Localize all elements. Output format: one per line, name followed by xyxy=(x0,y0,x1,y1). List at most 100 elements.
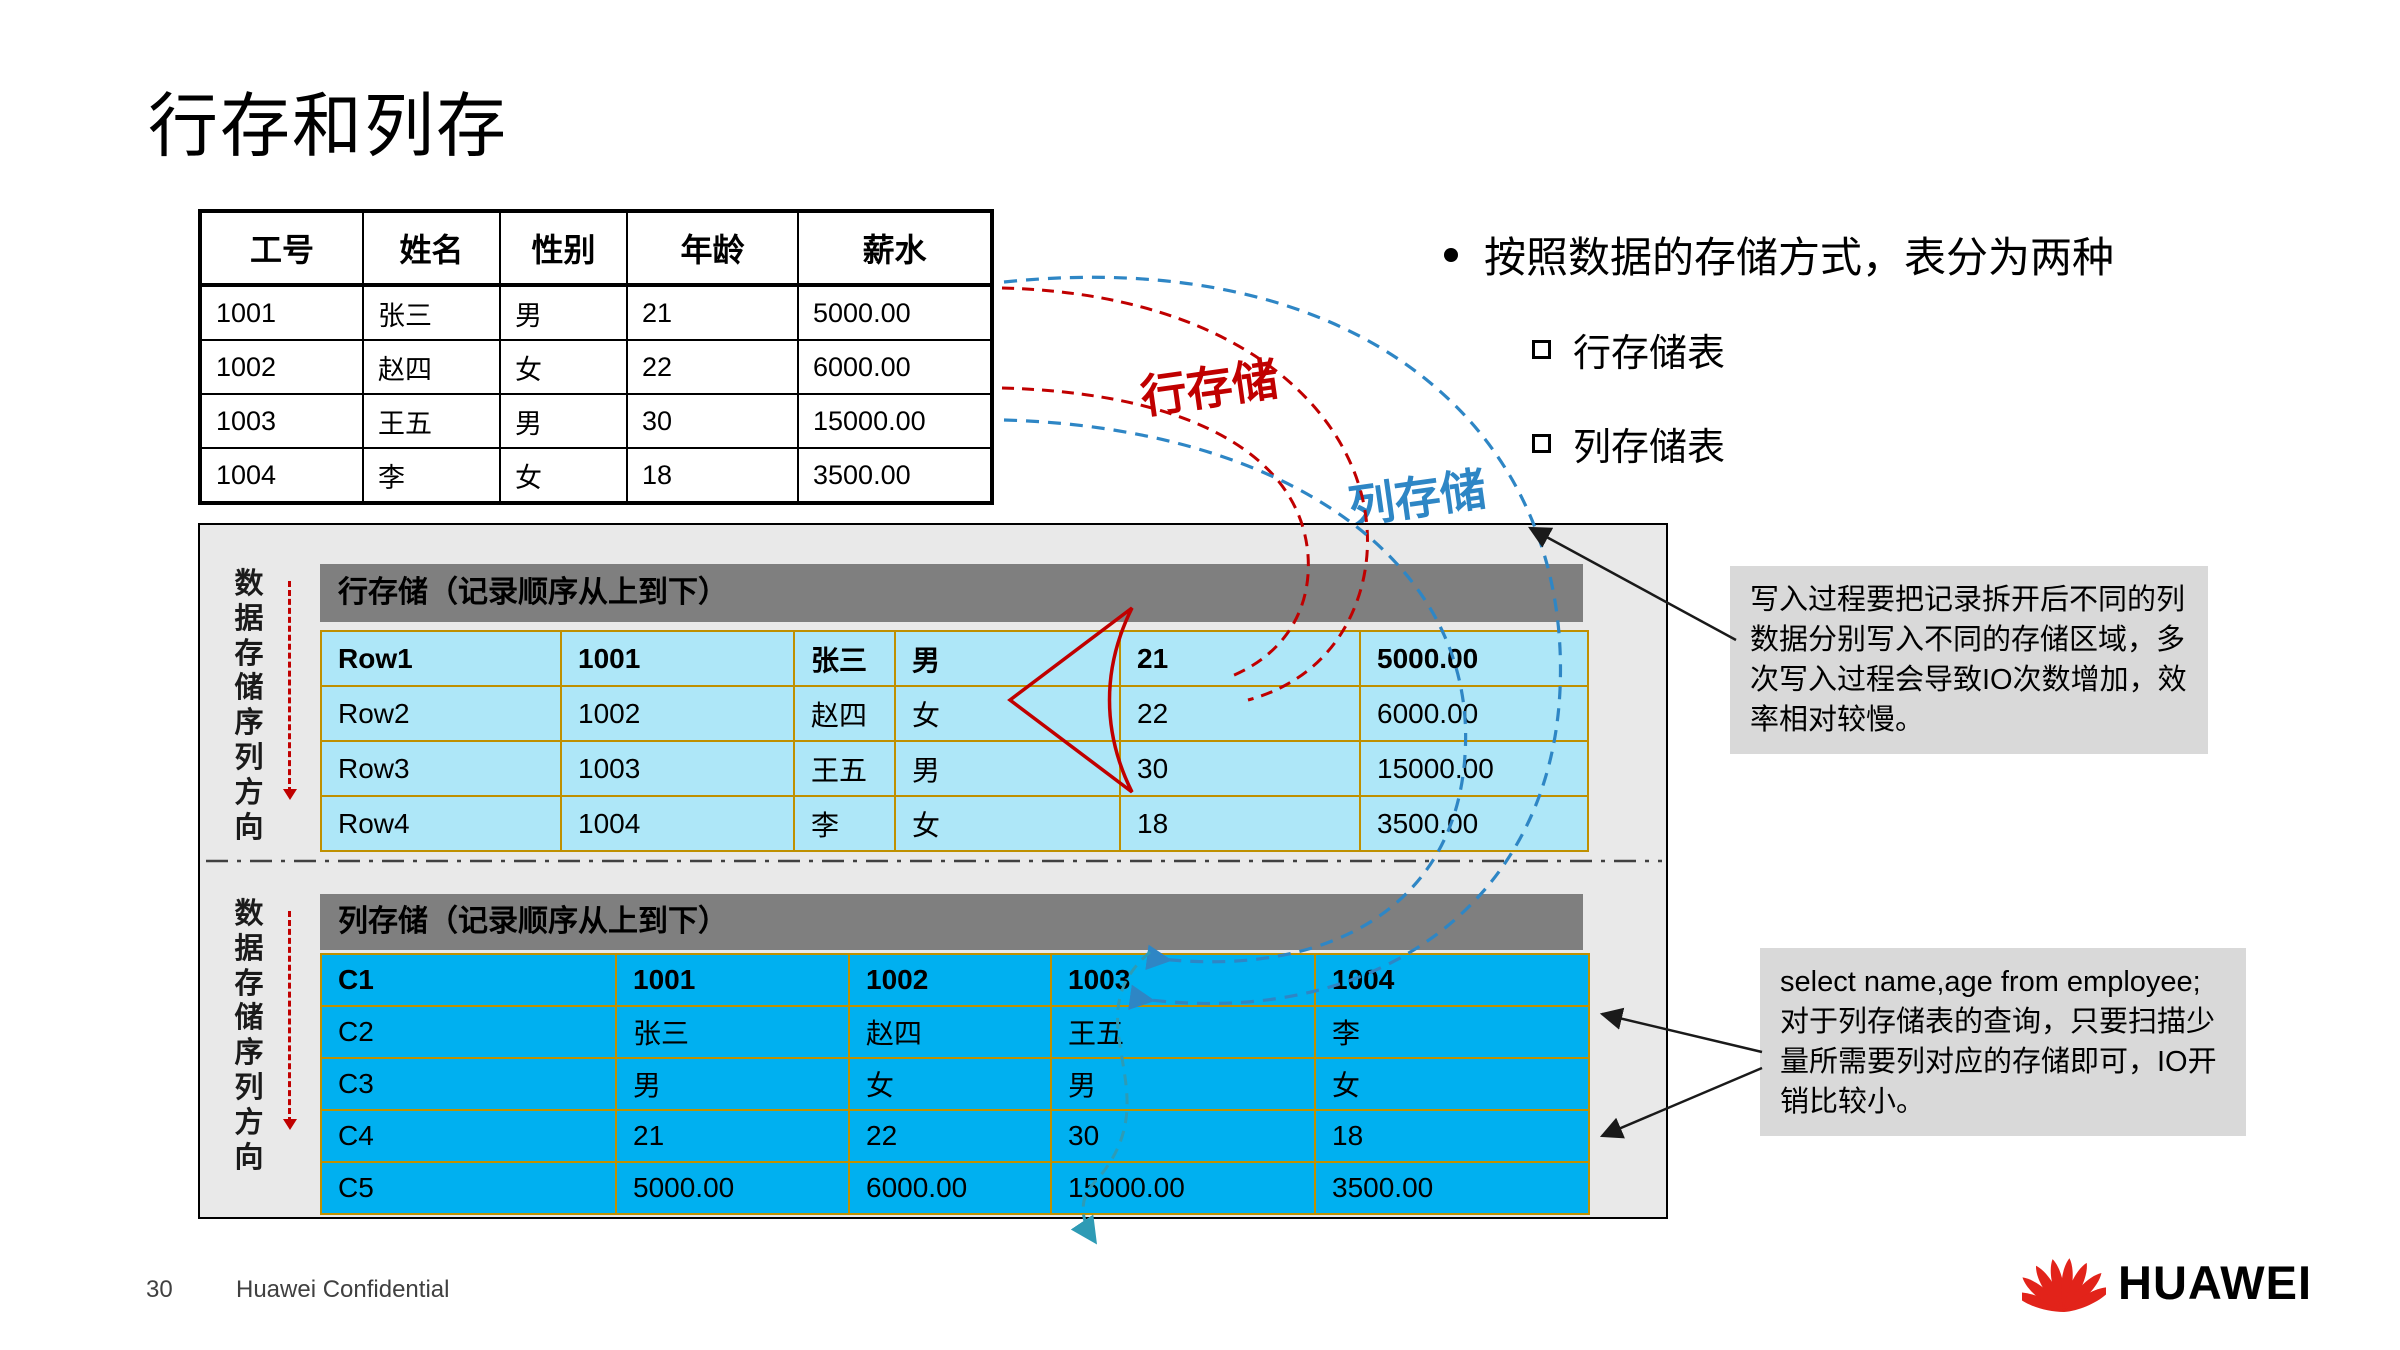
query-note: select name,age from employee; 对于列存储表的查询… xyxy=(1760,948,2246,1137)
down-arrow-icon xyxy=(283,581,297,800)
table-row: C2 张三 赵四 王五 李 xyxy=(320,1005,1590,1059)
table-cell: C2 xyxy=(320,1005,617,1059)
table-cell: 女 xyxy=(499,339,628,395)
huawei-logo-text: HUAWEI xyxy=(2118,1255,2312,1309)
header-cell: 工号 xyxy=(199,210,364,287)
table-cell: 男 xyxy=(894,740,1121,797)
table-cell: 30 xyxy=(1119,740,1361,797)
employee-source-table: 工号 姓名 性别 年龄 薪水 1001 张三 男 21 5000.00 1002… xyxy=(198,209,994,505)
bullet-item-row-store: 行存储表 xyxy=(1532,322,1725,377)
table-row: 1004 李 女 18 3500.00 xyxy=(199,447,993,504)
table-cell: C4 xyxy=(320,1109,617,1163)
table-cell: 王五 xyxy=(362,393,501,449)
table-cell: 18 xyxy=(1119,795,1361,852)
table-cell: 1002 xyxy=(199,339,364,395)
table-cell: 1001 xyxy=(199,284,364,341)
col-store-table: C1 1001 1002 1003 1004 C2 张三 赵四 王五 李 C3 … xyxy=(320,953,1590,1215)
table-cell: 1004 xyxy=(1314,953,1590,1007)
huawei-logo: HUAWEI xyxy=(2022,1246,2312,1318)
table-cell: 18 xyxy=(1314,1109,1590,1163)
table-cell: 22 xyxy=(1119,685,1361,742)
table-cell: 22 xyxy=(626,339,799,395)
down-arrow-icon xyxy=(283,911,297,1130)
table-cell: Row2 xyxy=(320,685,562,742)
table-cell: 30 xyxy=(1050,1109,1316,1163)
table-cell: 女 xyxy=(1314,1057,1590,1111)
table-cell: 30 xyxy=(626,393,799,449)
table-cell: 21 xyxy=(1119,630,1361,687)
table-cell: Row3 xyxy=(320,740,562,797)
table-cell: 1004 xyxy=(560,795,795,852)
huawei-flower-icon xyxy=(2022,1258,2106,1312)
table-row: Row3 1003 王五 男 30 15000.00 xyxy=(320,740,1589,797)
table-cell: 15000.00 xyxy=(1050,1161,1316,1215)
table-cell: 1002 xyxy=(848,953,1052,1007)
table-row: C5 5000.00 6000.00 15000.00 3500.00 xyxy=(320,1161,1590,1215)
direction-label-row: 数据存储序列方向 xyxy=(234,568,264,844)
bullet-text: 行存储表 xyxy=(1573,333,1726,375)
table-cell: Row4 xyxy=(320,795,562,852)
query-sql-text: select name,age from employee; xyxy=(1780,966,2201,998)
table-cell: 张三 xyxy=(362,284,501,341)
table-cell: 1003 xyxy=(560,740,795,797)
table-cell: C1 xyxy=(320,953,617,1007)
table-row: 1002 赵四 女 22 6000.00 xyxy=(199,339,993,395)
table-cell: 5000.00 xyxy=(1359,630,1589,687)
table-cell: 1004 xyxy=(199,447,364,504)
row-store-label: 行存储 xyxy=(1137,352,1282,424)
table-cell: 1003 xyxy=(199,393,364,449)
bullet-item-main: 按照数据的存储方式，表分为两种 xyxy=(1444,224,2114,285)
page-title: 行存和列存 xyxy=(148,87,508,165)
table-row: Row4 1004 李 女 18 3500.00 xyxy=(320,795,1589,852)
table-cell: 22 xyxy=(848,1109,1052,1163)
query-note-text: 对于列存储表的查询，只要扫描少量所需要列对应的存储即可，IO开销比较小。 xyxy=(1780,1006,2217,1119)
table-row: 1003 王五 男 30 15000.00 xyxy=(199,393,993,449)
bullet-dot-icon xyxy=(1444,247,1458,262)
bullet-text: 列存储表 xyxy=(1573,427,1726,469)
table-cell: 张三 xyxy=(793,630,896,687)
page-number: 30 xyxy=(146,1276,173,1303)
table-cell: 王五 xyxy=(793,740,896,797)
storage-diagram-panel: 数据存储序列方向 行存储（记录顺序从上到下） Row1 1001 张三 男 21… xyxy=(198,523,1668,1219)
square-bullet-icon xyxy=(1532,434,1551,453)
table-cell: Row1 xyxy=(320,630,562,687)
table-cell: 男 xyxy=(1050,1057,1316,1111)
table-cell: 3500.00 xyxy=(797,447,993,504)
col-store-section-header: 列存储（记录顺序从上到下） xyxy=(320,894,1583,950)
table-row: Row2 1002 赵四 女 22 6000.00 xyxy=(320,685,1589,742)
table-row: Row1 1001 张三 男 21 5000.00 xyxy=(320,630,1589,687)
table-cell: 1002 xyxy=(560,685,795,742)
table-row: C3 男 女 男 女 xyxy=(320,1057,1590,1111)
table-cell: C5 xyxy=(320,1161,617,1215)
table-cell: 王五 xyxy=(1050,1005,1316,1059)
header-cell: 年龄 xyxy=(626,210,799,287)
row-store-table: Row1 1001 张三 男 21 5000.00 Row2 1002 赵四 女… xyxy=(320,630,1589,852)
table-cell: 赵四 xyxy=(793,685,896,742)
table-cell: 21 xyxy=(626,284,799,341)
table-cell: C3 xyxy=(320,1057,617,1111)
table-row: C1 1001 1002 1003 1004 xyxy=(320,953,1590,1007)
table-cell: 3500.00 xyxy=(1359,795,1589,852)
table-cell: 15000.00 xyxy=(1359,740,1589,797)
write-process-note: 写入过程要把记录拆开后不同的列数据分别写入不同的存储区域，多次写入过程会导致IO… xyxy=(1730,566,2208,755)
table-cell: 李 xyxy=(793,795,896,852)
table-cell: 赵四 xyxy=(848,1005,1052,1059)
table-cell: 6000.00 xyxy=(1359,685,1589,742)
header-cell: 性别 xyxy=(499,210,628,287)
table-row: 1001 张三 男 21 5000.00 xyxy=(199,284,993,341)
square-bullet-icon xyxy=(1532,340,1551,359)
table-cell: 女 xyxy=(848,1057,1052,1111)
table-cell: 5000.00 xyxy=(615,1161,850,1215)
bullet-item-col-store: 列存储表 xyxy=(1532,416,1725,471)
table-cell: 男 xyxy=(894,630,1121,687)
table-cell: 6000.00 xyxy=(797,339,993,395)
table-cell: 男 xyxy=(615,1057,850,1111)
table-cell: 15000.00 xyxy=(797,393,993,449)
table-cell: 3500.00 xyxy=(1314,1161,1590,1215)
table-cell: 1001 xyxy=(615,953,850,1007)
table-cell: 赵四 xyxy=(362,339,501,395)
table-cell: 男 xyxy=(499,393,628,449)
table-cell: 女 xyxy=(499,447,628,504)
table-cell: 18 xyxy=(626,447,799,504)
